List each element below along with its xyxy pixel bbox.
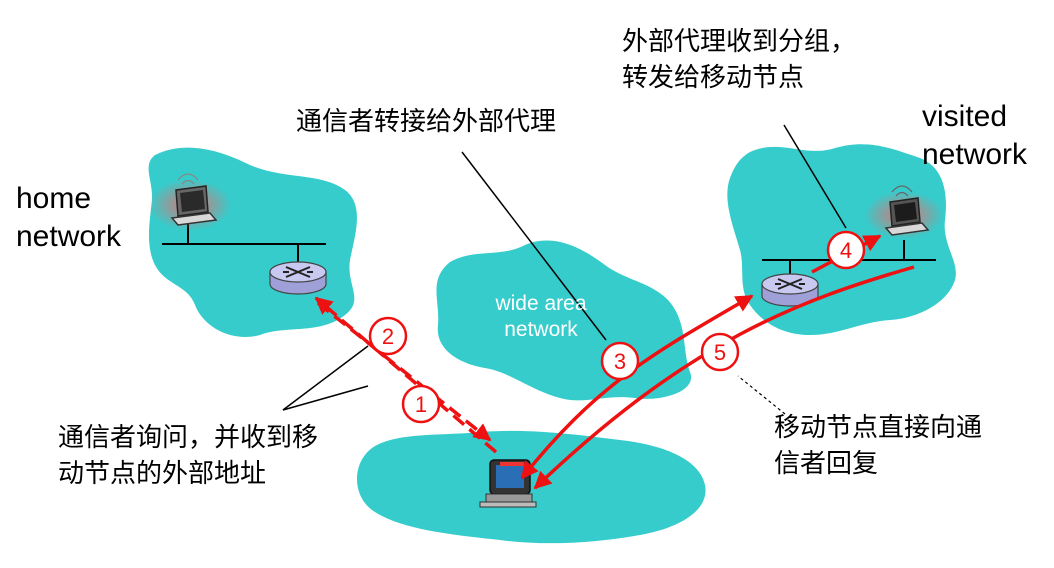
svg-text:5: 5 <box>714 340 726 365</box>
router-icon <box>269 261 327 295</box>
annotation-queries-line1: 通信者询问，并收到移 <box>58 423 319 453</box>
annotation-replies-line2: 信者回复 <box>774 449 879 479</box>
step-1-query-arrow <box>316 301 492 442</box>
svg-text:3: 3 <box>614 349 626 374</box>
annotation-foreign-agent-receives: 外部代理收到分组， 转发给移动节点 <box>622 24 856 96</box>
visited-network-label-line2: network <box>922 138 1028 171</box>
visited-network-label: visited network <box>922 98 1027 174</box>
annotation-mobile-replies: 移动节点直接向通 信者回复 <box>774 410 982 482</box>
step-circle-4: 4 <box>826 230 866 270</box>
correspondent-network-region <box>357 430 706 544</box>
wide-area-network-label-line2: network <box>504 318 578 341</box>
annotation-correspondent-queries: 通信者询问，并收到移 动节点的外部地址 <box>58 420 318 492</box>
annotation-foreign-agent-line2: 转发给移动节点 <box>622 63 805 93</box>
step-5-reply-arrow <box>533 265 915 490</box>
home-network-label-line1: home <box>16 182 92 215</box>
laptop-icon <box>148 173 232 231</box>
annotation-replies-line1: 移动节点直接向通 <box>774 413 983 443</box>
svg-text:2: 2 <box>382 324 394 349</box>
annotation-correspondent-forwards: 通信者转接给外部代理 <box>296 107 557 137</box>
annotation-queries-line2: 动节点的外部地址 <box>58 459 267 489</box>
home-network-label-line2: network <box>16 220 122 253</box>
step-circle-3: 3 <box>600 341 640 381</box>
callout-query-line-b <box>282 385 369 411</box>
desktop-computer-icon <box>479 459 537 508</box>
step-2-response-arrow <box>314 296 498 454</box>
callout-reply-line <box>737 375 786 415</box>
step-circle-5: 5 <box>700 332 740 372</box>
wide-area-network-label-line1: wide area <box>495 292 587 315</box>
step-circle-2: 2 <box>368 316 408 356</box>
visited-network-label-line1: visited <box>922 100 1008 133</box>
wide-area-network-label: wide area network <box>486 291 596 343</box>
svg-text:1: 1 <box>415 392 427 417</box>
svg-text:4: 4 <box>840 238 852 263</box>
callout-foreign-agent-line <box>783 124 847 229</box>
laptop-icon <box>864 185 944 239</box>
step-circle-1: 1 <box>401 384 441 424</box>
callout-query-line-a <box>282 345 369 411</box>
router-icon <box>761 273 819 307</box>
annotation-foreign-agent-line1: 外部代理收到分组， <box>622 27 857 57</box>
home-network-label: home network <box>16 180 121 256</box>
